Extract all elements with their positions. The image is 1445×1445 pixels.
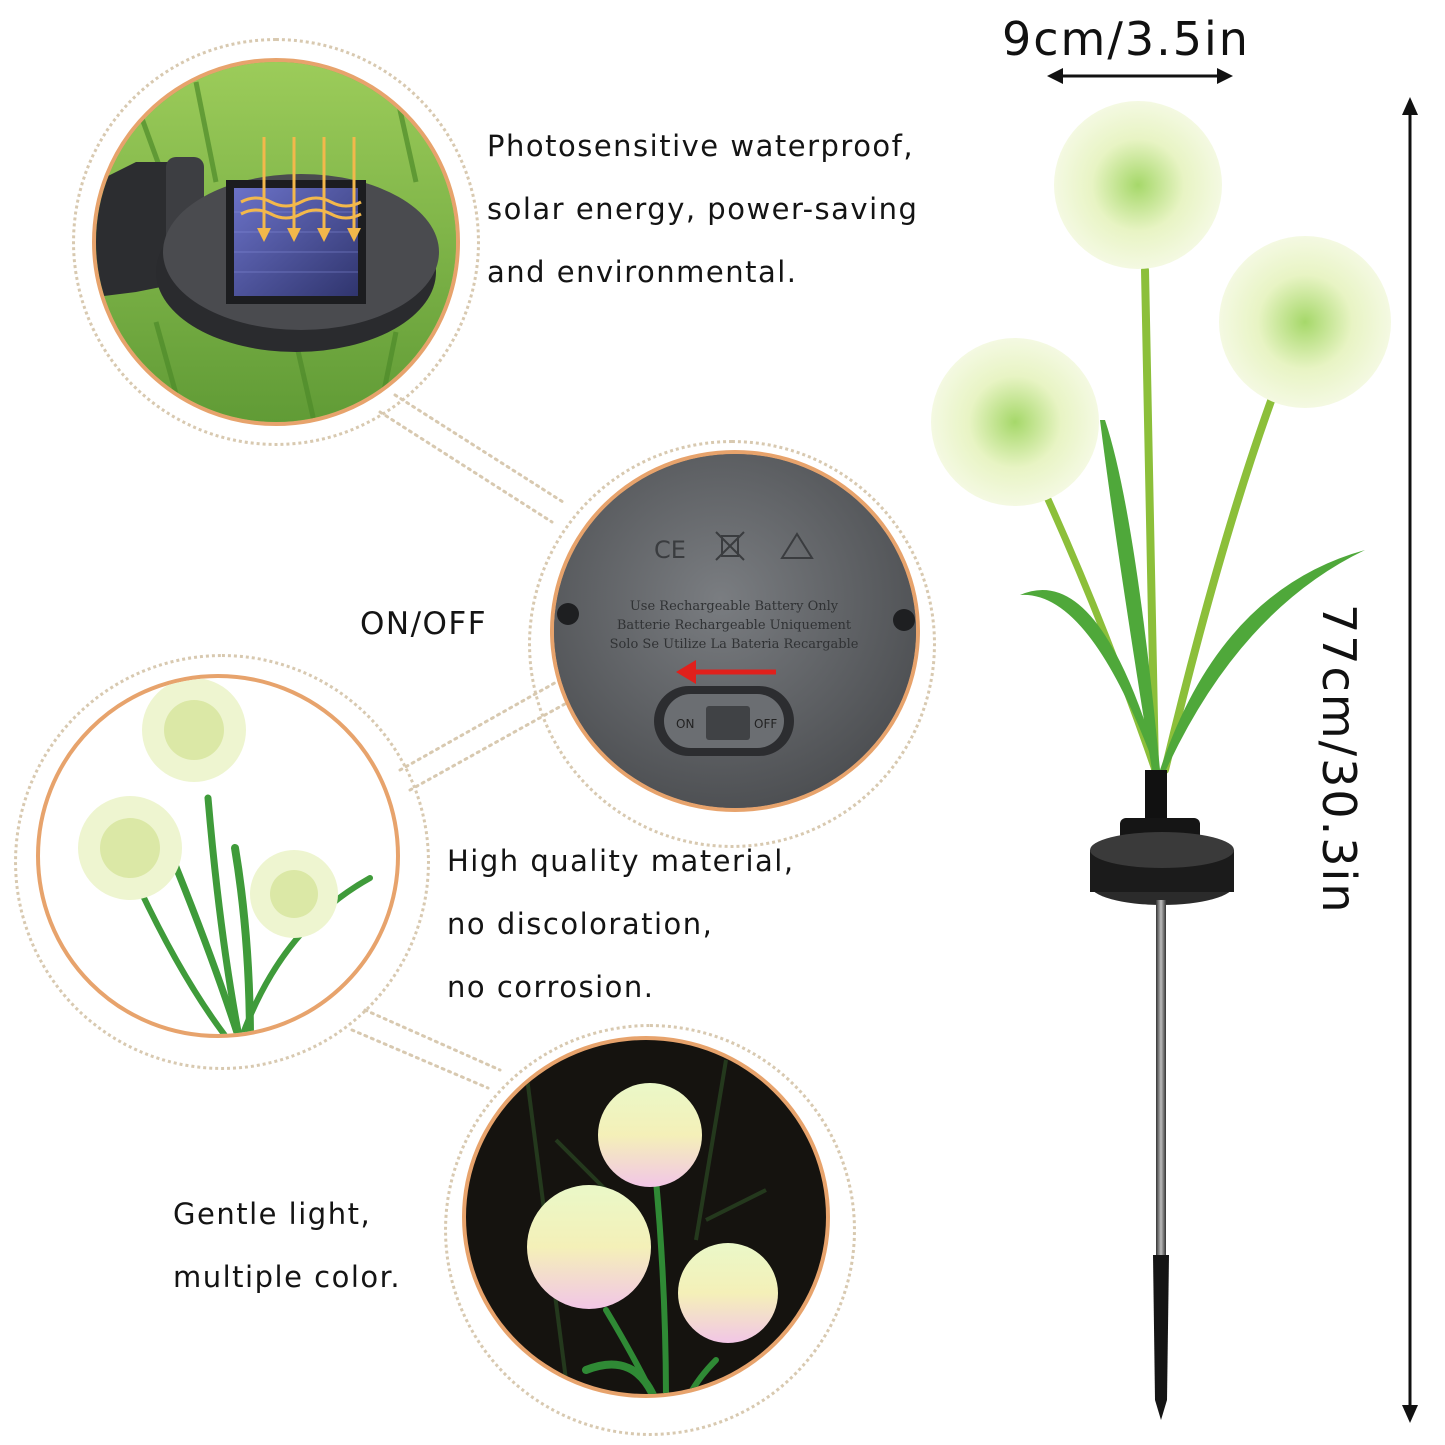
- glowing-flowers-illustration: [524, 1059, 778, 1394]
- svg-text:OFF: OFF: [754, 717, 777, 731]
- height-dimension-label: 77cm/30.3in: [1312, 604, 1366, 915]
- on-off-label: ON/OFF: [360, 606, 488, 642]
- flower-heads: [78, 678, 338, 938]
- flowers-illustration: [78, 678, 373, 1034]
- svg-text:Solo Se Utilize La Bateria Rec: Solo Se Utilize La Bateria Recargable: [610, 637, 859, 652]
- light-feature-line-1: Gentle light,: [173, 1197, 372, 1231]
- ce-mark-icon: CE: [654, 536, 686, 564]
- svg-text:Batterie Rechargeable Uniqueme: Batterie Rechargeable Uniquement: [617, 618, 852, 633]
- light-feature-line-2: multiple color.: [173, 1260, 402, 1294]
- switch-callout-outer-ring: [528, 440, 936, 848]
- svg-text:Use Rechargeable Battery Only: Use Rechargeable Battery Only: [630, 599, 839, 614]
- light-feature-text: Gentle light, multiple color.: [173, 1183, 401, 1309]
- solar-feature-line-1: Photosensitive waterproof,: [487, 129, 915, 163]
- leaf: [1100, 420, 1160, 770]
- weee-bin-icon: [715, 531, 745, 561]
- battery-panel-illustration: CE Use Rechargeable Battery Only Batteri…: [554, 454, 916, 808]
- flower-head: [931, 338, 1099, 506]
- width-dimension-label: 9cm/3.5in: [1002, 12, 1250, 66]
- solar-panel-illustration: [96, 62, 456, 422]
- solar-panel-icon: [1090, 832, 1234, 868]
- solar-feature-text: Photosensitive waterproof, solar energy,…: [487, 115, 918, 304]
- material-feature-line-2: no discoloration,: [447, 907, 714, 941]
- material-feature-line-1: High quality material,: [447, 844, 795, 878]
- svg-text:ON: ON: [676, 717, 694, 731]
- switch-callout-image: CE Use Rechargeable Battery Only Batteri…: [550, 450, 920, 812]
- material-feature-line-3: no corrosion.: [447, 970, 655, 1004]
- solar-callout-outer-ring: [72, 38, 480, 446]
- light-callout-outer-ring: [444, 1024, 856, 1436]
- light-callout-image: [462, 1036, 830, 1398]
- flower-head: [1054, 101, 1222, 269]
- recycle-triangle-icon: [780, 532, 814, 559]
- red-direction-arrow-icon: [676, 660, 776, 684]
- height-dimension-arrow-icon: [1402, 97, 1418, 1423]
- material-feature-text: High quality material, no discoloration,…: [447, 830, 795, 1019]
- leaf: [1020, 590, 1160, 770]
- solar-feature-line-2: solar energy, power-saving: [487, 192, 919, 226]
- material-callout-outer-ring: [14, 654, 430, 1070]
- solar-feature-line-3: and environmental.: [487, 255, 798, 289]
- material-callout-image: [36, 674, 400, 1038]
- solar-callout-image: [92, 58, 460, 426]
- width-dimension-arrow-icon: [1047, 68, 1233, 84]
- flower-head: [1219, 236, 1391, 408]
- product-illustration: [931, 101, 1391, 1420]
